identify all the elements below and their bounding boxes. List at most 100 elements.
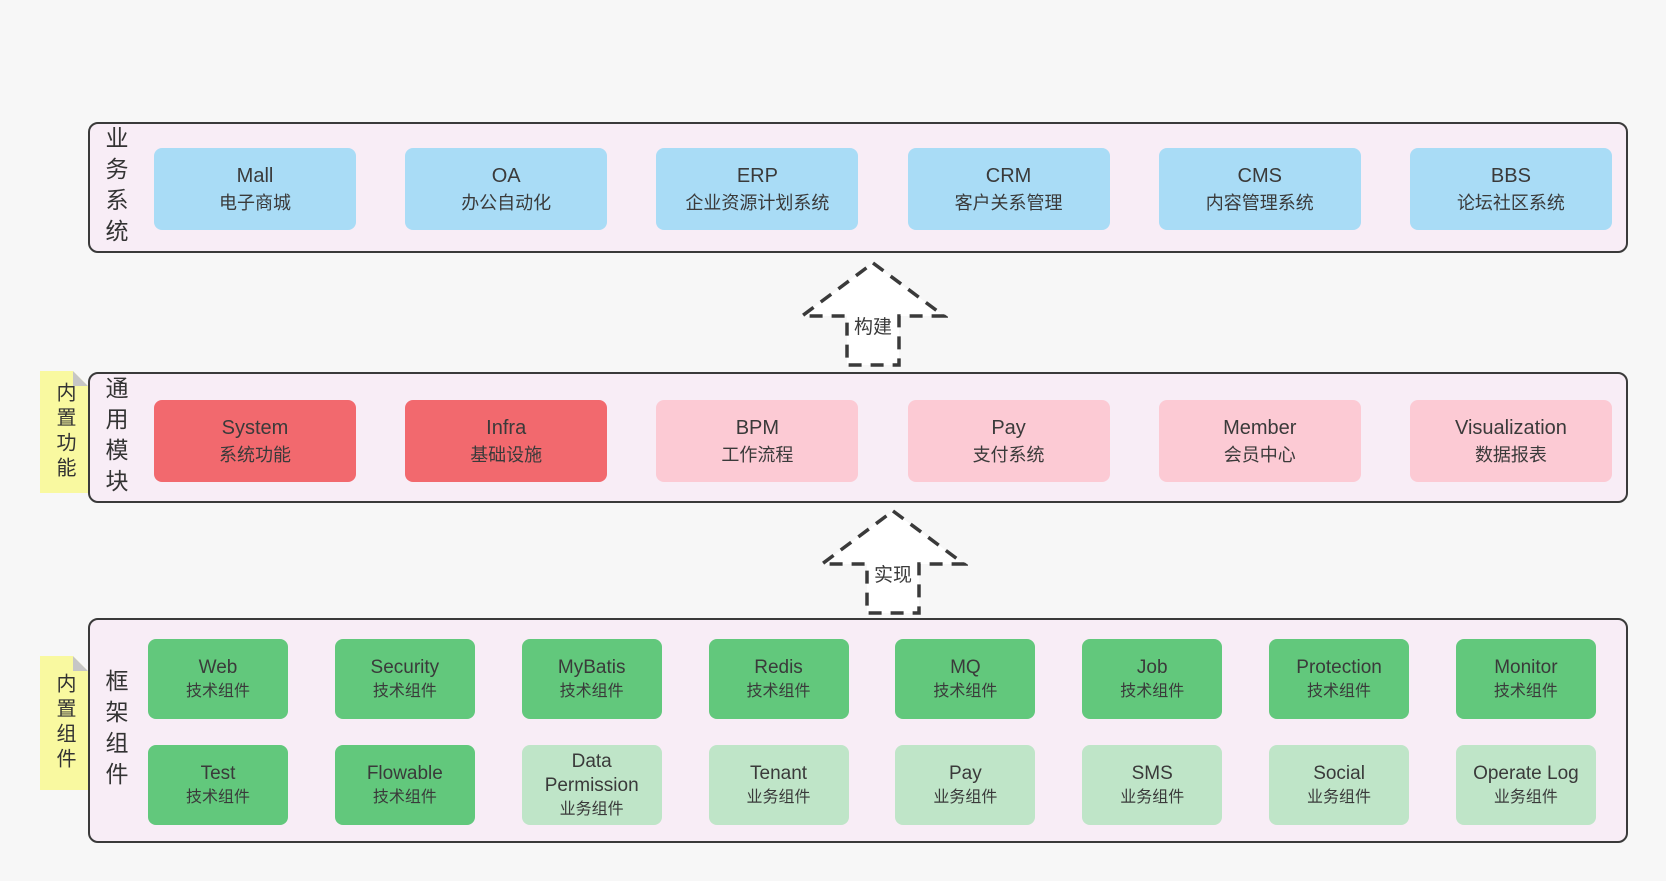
box-subtitle: 技术组件 xyxy=(1493,682,1558,700)
box-flowable: Flowable 技术组件 xyxy=(334,745,475,825)
business-boxes-row: Mall 电子商城 OA 办公自动化 ERP 企业资源计划系统 CRM 客户关系… xyxy=(154,148,1612,230)
box-title: Job xyxy=(1136,656,1168,678)
box-title: MQ xyxy=(950,656,981,678)
box-title: Monitor xyxy=(1494,656,1558,678)
box-title: Security xyxy=(370,656,440,678)
box-web: Web 技术组件 xyxy=(148,639,288,719)
sticky-text: 内置功能 xyxy=(53,382,75,482)
sticky-text: 内置组件 xyxy=(53,673,75,773)
box-title: Pay xyxy=(991,416,1026,439)
box-subtitle: 业务组件 xyxy=(933,788,998,806)
implement-arrow-label: 实现 xyxy=(874,564,912,586)
box-sms: SMS 业务组件 xyxy=(1082,745,1223,825)
box-job: Job 技术组件 xyxy=(1082,639,1223,719)
modules-boxes-row: System 系统功能 Infra 基础设施 BPM 工作流程 Pay 支付系统… xyxy=(154,400,1612,482)
box-mybatis: MyBatis 技术组件 xyxy=(521,639,662,719)
box-subtitle: 技术组件 xyxy=(1120,682,1185,700)
box-monitor: Monitor 技术组件 xyxy=(1455,639,1596,719)
sticky-note-builtin-features: 内置功能 xyxy=(40,371,88,493)
box-test: Test 技术组件 xyxy=(148,745,288,825)
box-mq: MQ 技术组件 xyxy=(895,639,1036,719)
box-title: Flowable xyxy=(366,762,443,784)
sticky-note-builtin-components: 内置组件 xyxy=(40,656,88,790)
box-subtitle: 会员中心 xyxy=(1223,444,1296,465)
box-subtitle: 基础设施 xyxy=(470,444,543,465)
components-layer-label: 框架组件 xyxy=(102,668,128,793)
box-subtitle: 电子商城 xyxy=(219,192,291,213)
box-subtitle: 客户关系管理 xyxy=(954,192,1063,213)
box-operate-log: Operate Log 业务组件 xyxy=(1455,745,1596,825)
build-arrow-label: 构建 xyxy=(854,316,892,338)
box-title: BPM xyxy=(735,416,780,439)
box-subtitle: 企业资源计划系统 xyxy=(685,192,830,213)
box-subtitle: 办公自动化 xyxy=(461,192,552,213)
framework-components-layer: 框架组件 Web 技术组件 Security 技术组件 MyBatis 技术组件… xyxy=(88,618,1628,843)
box-title: CMS xyxy=(1237,164,1282,187)
folded-corner-icon xyxy=(73,656,88,671)
box-pay: Pay 支付系统 xyxy=(907,400,1110,482)
box-subtitle: 数据报表 xyxy=(1474,444,1547,465)
box-system: System 系统功能 xyxy=(154,400,356,482)
box-tenant: Tenant 业务组件 xyxy=(708,745,849,825)
box-title: Test xyxy=(200,762,236,784)
box-infra: Infra 基础设施 xyxy=(405,400,608,482)
box-subtitle: 业务组件 xyxy=(746,788,811,806)
box-title: SMS xyxy=(1131,762,1173,784)
box-subtitle: 业务组件 xyxy=(1493,788,1558,806)
box-title: System xyxy=(221,416,289,439)
box-subtitle: 论坛社区系统 xyxy=(1456,192,1565,213)
business-layer-label: 业务系统 xyxy=(102,125,128,250)
box-subtitle: 技术组件 xyxy=(372,788,437,806)
box-visualization: Visualization 数据报表 xyxy=(1409,400,1612,482)
box-title: Infra xyxy=(486,416,527,439)
box-title: Protection xyxy=(1296,656,1382,678)
box-subtitle: 技术组件 xyxy=(185,682,250,700)
box-subtitle: 业务组件 xyxy=(1307,788,1372,806)
box-bbs: BBS 论坛社区系统 xyxy=(1409,148,1612,230)
common-modules-layer: 通用模块 System 系统功能 Infra 基础设施 BPM 工作流程 Pay… xyxy=(88,372,1628,503)
box-title: Operate Log xyxy=(1473,762,1579,784)
box-redis: Redis 技术组件 xyxy=(708,639,849,719)
box-oa: OA 办公自动化 xyxy=(405,148,608,230)
box-member: Member 会员中心 xyxy=(1158,400,1361,482)
box-title: Tenant xyxy=(750,762,808,784)
box-title: Visualization xyxy=(1454,416,1567,439)
up-arrow-outline-icon xyxy=(818,508,968,615)
box-subtitle: 系统功能 xyxy=(219,444,291,465)
box-title: Pay xyxy=(949,762,982,784)
box-pay-biz: Pay 业务组件 xyxy=(895,745,1036,825)
box-social: Social 业务组件 xyxy=(1269,745,1410,825)
box-title: Mall xyxy=(236,164,274,187)
box-title: Data Permission xyxy=(544,750,639,796)
box-title: Web xyxy=(198,656,238,678)
box-title: Redis xyxy=(754,656,803,678)
box-data-permission: Data Permission 业务组件 xyxy=(521,745,662,825)
box-subtitle: 技术组件 xyxy=(185,788,250,806)
box-subtitle: 技术组件 xyxy=(372,682,437,700)
box-title: Social xyxy=(1313,762,1365,784)
box-title: OA xyxy=(491,164,521,187)
business-systems-layer: 业务系统 Mall 电子商城 OA 办公自动化 ERP 企业资源计划系统 CRM… xyxy=(88,122,1628,253)
box-erp: ERP 企业资源计划系统 xyxy=(656,148,859,230)
box-title: BBS xyxy=(1490,164,1531,187)
box-subtitle: 技术组件 xyxy=(559,682,624,700)
box-title: Member xyxy=(1223,416,1297,439)
components-row-2: Test 技术组件 Flowable 技术组件 Data Permission … xyxy=(148,745,1596,825)
folded-corner-icon xyxy=(73,371,88,386)
box-subtitle: 技术组件 xyxy=(1307,682,1372,700)
box-bpm: BPM 工作流程 xyxy=(656,400,859,482)
box-title: MyBatis xyxy=(557,656,626,678)
box-subtitle: 业务组件 xyxy=(559,800,624,818)
box-cms: CMS 内容管理系统 xyxy=(1158,148,1361,230)
box-crm: CRM 客户关系管理 xyxy=(907,148,1110,230)
box-subtitle: 业务组件 xyxy=(1120,788,1185,806)
box-subtitle: 技术组件 xyxy=(746,682,811,700)
box-protection: Protection 技术组件 xyxy=(1269,639,1410,719)
box-subtitle: 技术组件 xyxy=(933,682,998,700)
box-title: ERP xyxy=(736,164,778,187)
box-subtitle: 支付系统 xyxy=(972,444,1045,465)
box-security: Security 技术组件 xyxy=(334,639,475,719)
box-subtitle: 内容管理系统 xyxy=(1205,192,1314,213)
implement-arrow: 实现 xyxy=(818,508,968,615)
